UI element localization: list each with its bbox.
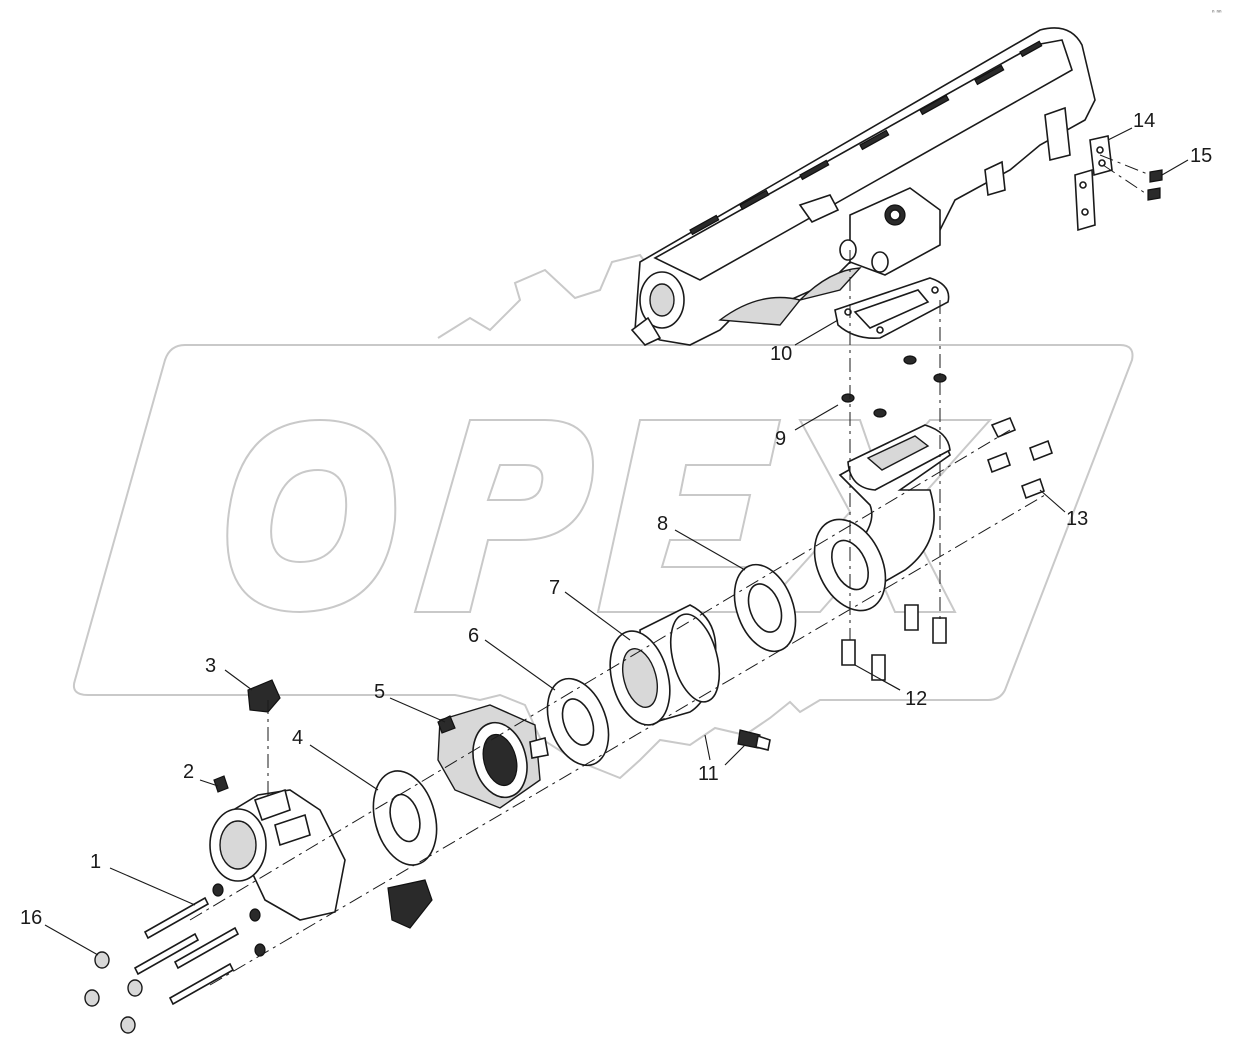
corner-mark: ⁿ ⁿⁿ	[1212, 9, 1222, 16]
gasket-6	[546, 677, 610, 767]
bolts-15	[1147, 169, 1163, 201]
washers-small	[212, 883, 266, 957]
callout-13: 13	[1066, 508, 1088, 530]
callout-5: 5	[374, 681, 385, 703]
studs-1	[133, 896, 240, 1006]
clip-3	[247, 679, 281, 713]
sensor-2	[213, 775, 229, 793]
flex-connector-7	[609, 604, 721, 727]
gasket-10	[834, 277, 950, 340]
bracket-14	[1074, 135, 1113, 232]
nuts-16	[84, 951, 143, 1034]
bolts-13	[987, 416, 1053, 500]
fitting-11	[737, 729, 771, 751]
callout-1: 1	[90, 851, 101, 873]
assembly-center-lines	[189, 154, 1151, 986]
callout-14: 14	[1133, 110, 1155, 132]
callouts: 1 2 3 4 5 6 7 8 9 10 11 12 13 14 15 16	[20, 110, 1212, 929]
callout-10: 10	[770, 343, 792, 365]
leader-lines	[44, 127, 1189, 956]
inlet-housing	[209, 788, 433, 929]
gasket-4	[372, 770, 438, 866]
exhaust-manifold	[630, 27, 1096, 346]
callout-9: 9	[775, 428, 786, 450]
callout-2: 2	[183, 761, 194, 783]
callout-12: 12	[905, 688, 927, 710]
watermark	[72, 253, 1134, 780]
callout-15: 15	[1190, 145, 1212, 167]
manifold-slots	[689, 40, 1043, 236]
bolts-12	[841, 604, 947, 681]
elbow-pipe	[813, 424, 951, 612]
callout-6: 6	[468, 625, 479, 647]
callout-8: 8	[657, 513, 668, 535]
callout-16: 16	[20, 907, 42, 929]
washers-9	[841, 355, 947, 418]
valve-body-5	[437, 704, 549, 809]
gasket-8	[733, 563, 797, 653]
callout-3: 3	[205, 655, 216, 677]
callout-7: 7	[549, 577, 560, 599]
callout-11: 11	[698, 763, 719, 785]
callout-4: 4	[292, 727, 303, 749]
